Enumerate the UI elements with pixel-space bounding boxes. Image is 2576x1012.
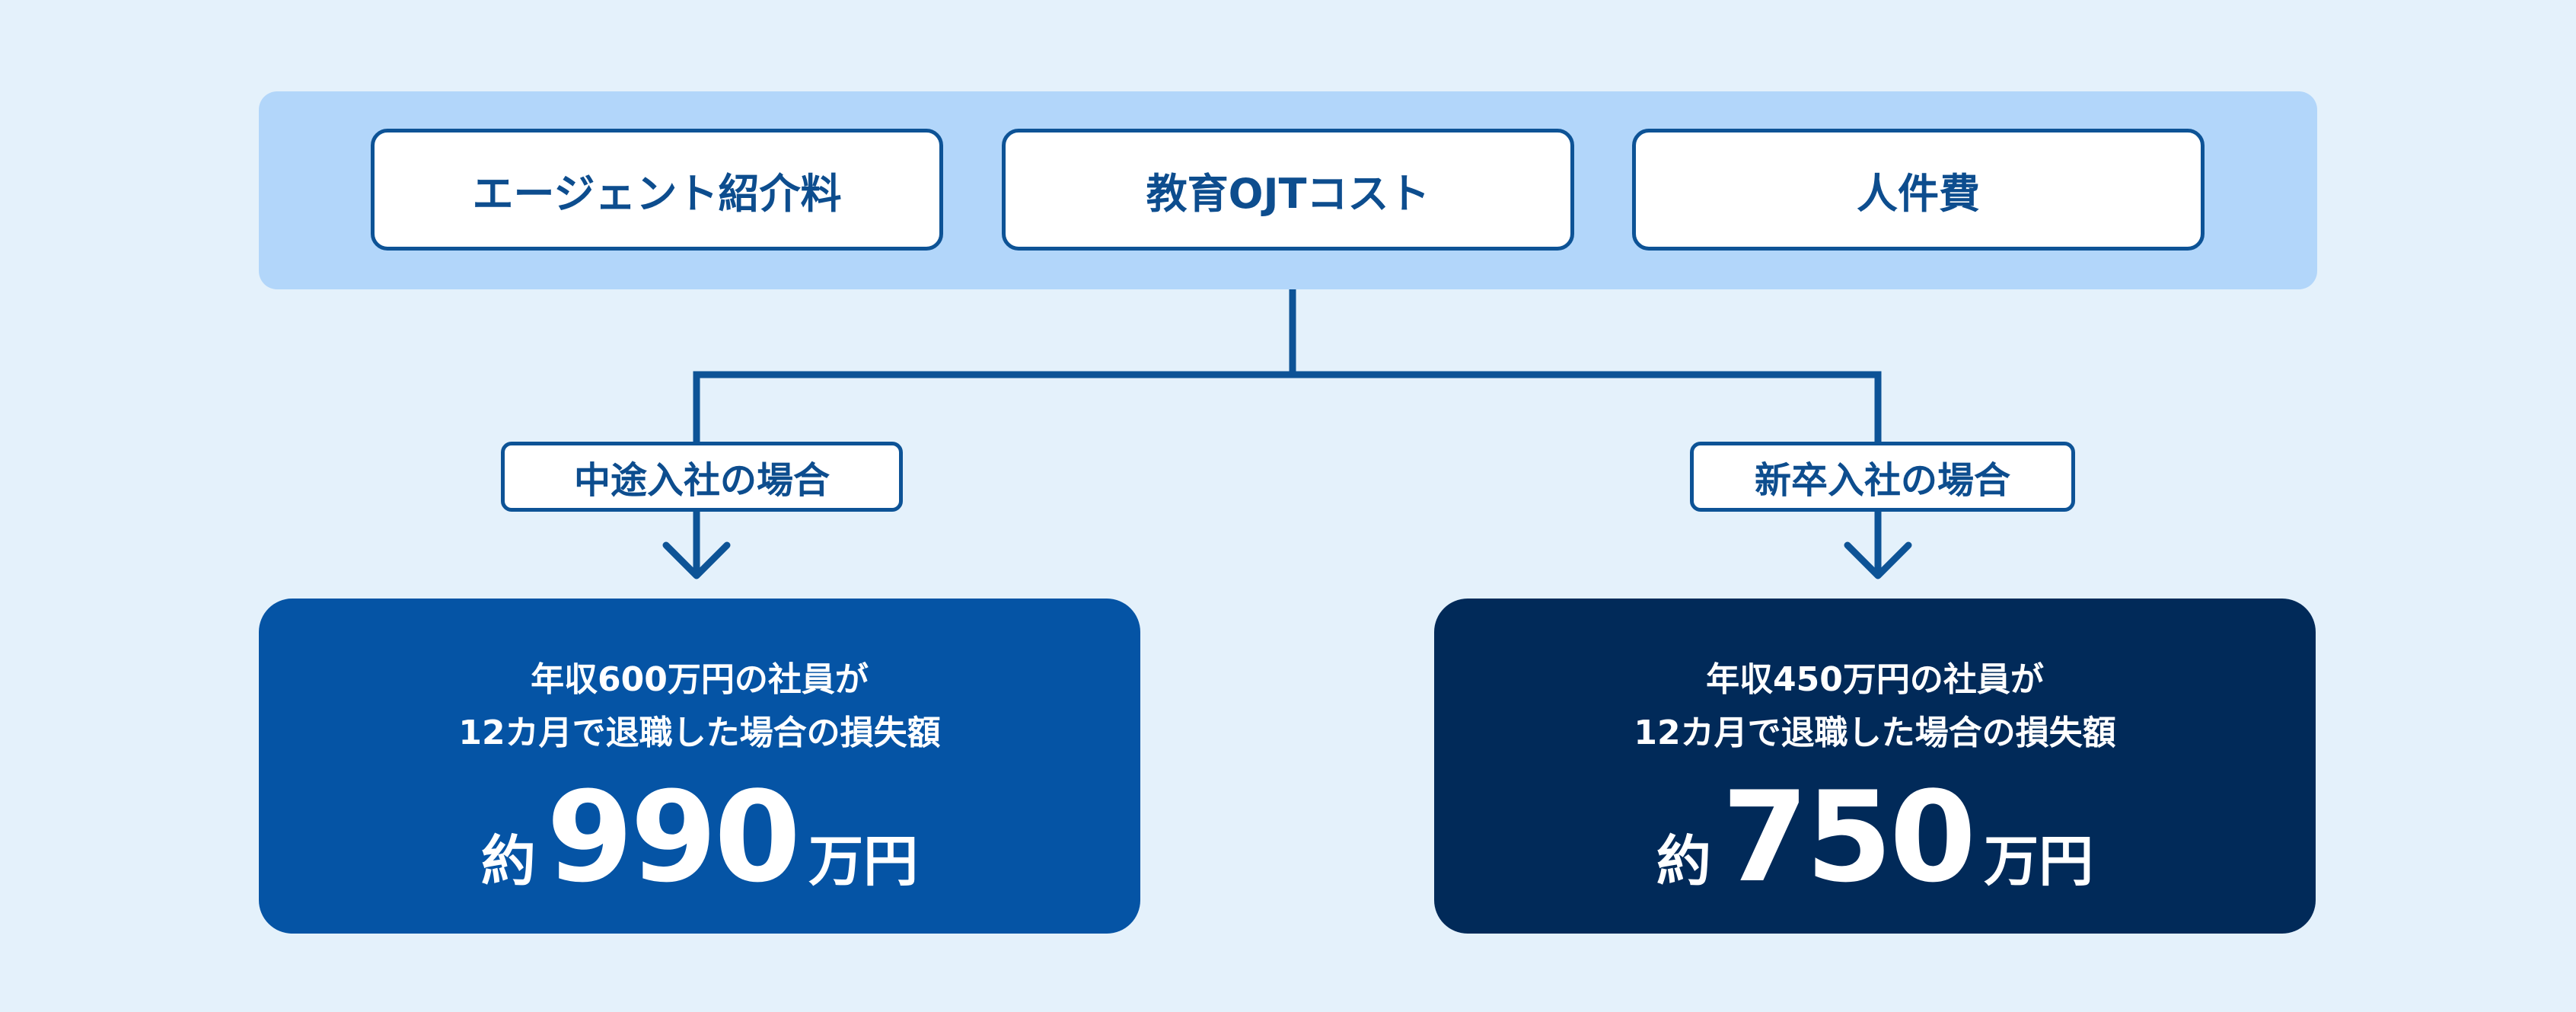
case-label-text: 新卒入社の場合 bbox=[1754, 459, 2010, 502]
arrow-down-icon bbox=[662, 541, 731, 579]
loss-box-new-graduate: 年収450万円の社員が 12カ月で退職した場合の損失額 約 750 万円 bbox=[1434, 599, 2316, 934]
amount-prefix: 約 bbox=[480, 829, 536, 893]
loss-description: 年収450万円の社員が 12カ月で退職した場合の損失額 bbox=[1434, 653, 2316, 760]
cost-label: エージェント紹介料 bbox=[472, 169, 842, 218]
branch-line bbox=[693, 371, 1882, 442]
loss-description-line1: 年収450万円の社員が bbox=[1706, 660, 2044, 699]
cost-label: 教育OJTコスト bbox=[1146, 169, 1430, 218]
loss-description: 年収600万円の社員が 12カ月で退職した場合の損失額 bbox=[259, 653, 1140, 760]
case-label-text: 中途入社の場合 bbox=[573, 459, 830, 502]
case-label-mid-career: 中途入社の場合 bbox=[501, 442, 903, 512]
loss-amount: 約 990 万円 bbox=[259, 765, 1140, 910]
amount-unit: 万円 bbox=[1984, 829, 2094, 893]
cost-label: 人件費 bbox=[1857, 169, 1980, 218]
cost-box-agent-fee: エージェント紹介料 bbox=[371, 129, 943, 251]
cost-box-ojt: 教育OJTコスト bbox=[1002, 129, 1574, 251]
loss-amount: 約 750 万円 bbox=[1434, 765, 2316, 910]
amount-unit: 万円 bbox=[808, 829, 919, 893]
cost-box-personnel: 人件費 bbox=[1632, 129, 2205, 251]
loss-description-line2: 12カ月で退職した場合の損失額 bbox=[1634, 714, 2116, 752]
loss-box-mid-career: 年収600万円の社員が 12カ月で退職した場合の損失額 約 990 万円 bbox=[259, 599, 1140, 934]
loss-description-line1: 年収600万円の社員が bbox=[531, 660, 869, 699]
amount-prefix: 約 bbox=[1656, 829, 1711, 893]
amount-value: 990 bbox=[546, 765, 801, 910]
case-label-new-graduate: 新卒入社の場合 bbox=[1690, 442, 2075, 512]
loss-description-line2: 12カ月で退職した場合の損失額 bbox=[458, 714, 941, 752]
arrow-down-icon bbox=[1844, 541, 1912, 579]
amount-value: 750 bbox=[1721, 765, 1976, 910]
